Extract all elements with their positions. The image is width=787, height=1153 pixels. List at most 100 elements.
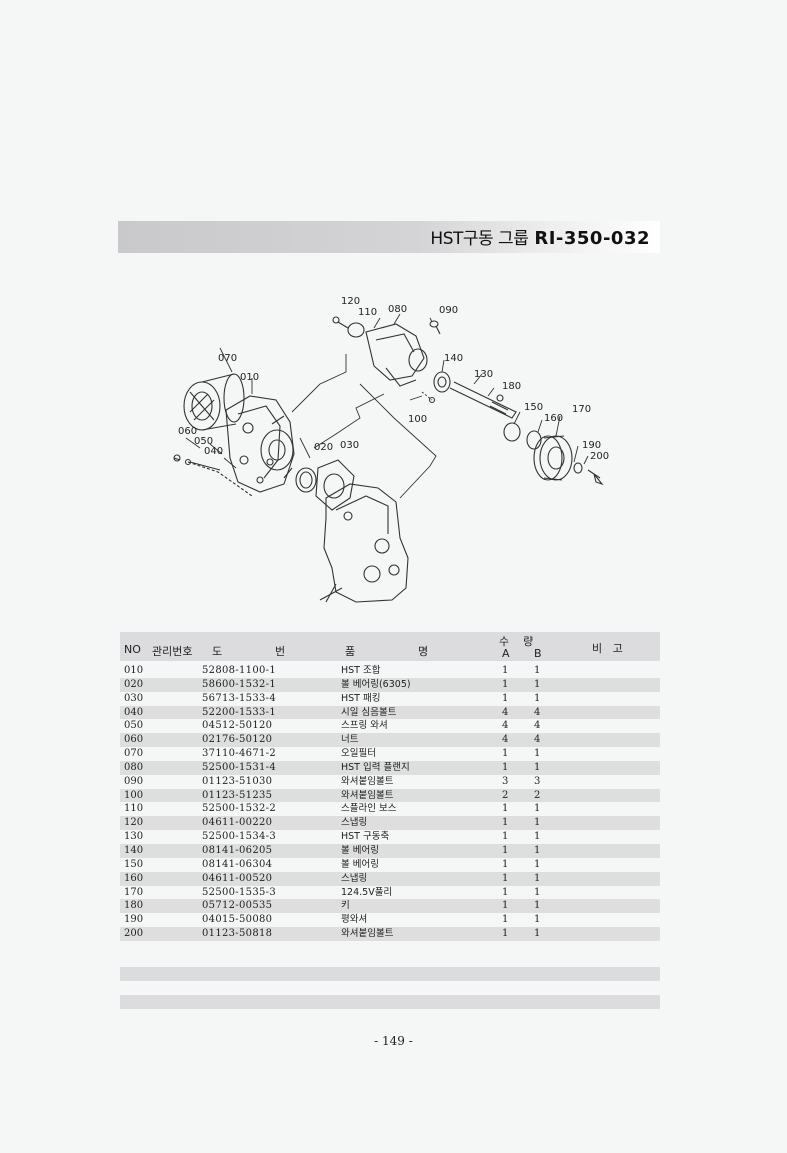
row-part-name: 124.5V풀리: [341, 886, 393, 898]
label-030: 030: [340, 440, 359, 451]
row-part-name: 시일 심음볼트: [341, 706, 397, 718]
drive-shaft-drawing: [433, 371, 542, 450]
input-flange-drawing: [332, 316, 441, 404]
row-no: 050: [124, 720, 144, 732]
row-no: 190: [124, 914, 144, 926]
row-qty-b: 1: [534, 831, 541, 843]
group-title-name: HST구동 그룹: [430, 229, 529, 249]
row-no: 060: [124, 734, 144, 746]
row-no: 130: [124, 831, 144, 843]
parts-table-header: NO 관리번호 도 번 품 명 수 량 A B 비 고: [120, 632, 660, 661]
row-no: 120: [124, 817, 144, 829]
row-drawing-number: 52500-1532-2: [202, 803, 276, 815]
row-qty-a: 1: [502, 872, 509, 884]
row-qty-a: 2: [502, 789, 509, 801]
col-drawing-2: 번: [275, 645, 286, 658]
row-qty-b: 4: [534, 706, 541, 718]
row-qty-b: 1: [534, 858, 541, 870]
row-qty-a: 1: [502, 858, 509, 870]
row-qty-a: 1: [502, 914, 509, 926]
row-drawing-number: 04512-50120: [202, 720, 273, 732]
row-drawing-number: 37110-4671-2: [202, 748, 276, 760]
col-drawing-1: 도: [212, 645, 223, 658]
assembly-leader-lines: [185, 313, 589, 499]
row-part-name: HST 입력 플랜지: [341, 761, 410, 773]
label-190: 190: [582, 440, 601, 451]
exploded-parts-diagram: 120 110 080 090 070 010 140 130 180 150 …: [173, 296, 609, 603]
row-qty-a: 1: [502, 803, 509, 815]
row-qty-a: 4: [502, 734, 509, 746]
label-080: 080: [388, 304, 407, 315]
row-no: 160: [124, 872, 144, 884]
row-part-name: 평와셔: [341, 914, 368, 926]
row-drawing-number: 52200-1533-1: [202, 706, 276, 718]
col-part-name-2: 명: [418, 645, 429, 658]
row-drawing-number: 56713-1533-4: [202, 692, 276, 704]
v-pulley-drawing: [533, 435, 604, 486]
row-qty-b: 1: [534, 872, 541, 884]
row-qty-b: 1: [534, 692, 541, 704]
row-no: 150: [124, 858, 144, 870]
row-qty-b: 2: [534, 789, 541, 801]
label-050: 050: [194, 436, 213, 447]
label-160: 160: [544, 413, 563, 424]
row-no: 090: [124, 775, 144, 787]
row-part-name: 너트: [341, 734, 359, 746]
col-remarks: 비 고: [592, 642, 623, 655]
label-200: 200: [590, 451, 609, 462]
row-qty-b: 1: [534, 886, 541, 898]
row-no: 180: [124, 900, 144, 912]
row-drawing-number: 52500-1534-3: [202, 831, 276, 843]
row-qty-b: 1: [534, 748, 541, 760]
row-qty-a: 1: [502, 761, 509, 773]
row-part-name: HST 패킹: [341, 692, 381, 704]
row-part-name: 와셔붙임볼트: [341, 789, 394, 801]
row-qty-a: 4: [502, 706, 509, 718]
label-170: 170: [572, 404, 591, 415]
row-drawing-number: 58600-1532-1: [202, 678, 276, 690]
row-drawing-number: 01123-51235: [202, 789, 273, 801]
col-part-name-1: 품: [345, 645, 356, 658]
row-drawing-number: 02176-50120: [202, 734, 273, 746]
gasket-drawing: [295, 459, 355, 511]
row-qty-b: 1: [534, 678, 541, 690]
row-no: 020: [124, 678, 144, 690]
row-part-name: 키: [341, 900, 350, 912]
col-quantity: 수 량: [499, 635, 534, 648]
row-drawing-number: 52808-1100-1: [202, 665, 276, 676]
oil-filter-drawing: [183, 373, 245, 431]
row-qty-b: 4: [534, 720, 541, 732]
row-drawing-number: 04611-00520: [202, 872, 273, 884]
row-qty-b: 1: [534, 665, 541, 676]
row-qty-a: 1: [502, 928, 509, 940]
row-part-name: 와셔붙임볼트: [341, 928, 394, 940]
row-qty-a: 1: [502, 844, 509, 856]
row-part-name: 볼 베어링(6305): [341, 678, 411, 690]
row-part-name: 스플라인 보스: [341, 803, 397, 815]
row-no: 030: [124, 692, 144, 704]
row-qty-b: 1: [534, 844, 541, 856]
label-070: 070: [218, 353, 237, 364]
label-120: 120: [341, 296, 360, 307]
col-mgmt-number: 관리번호: [152, 645, 193, 658]
label-020: 020: [314, 442, 333, 453]
hst-assembly-drawing: [225, 395, 295, 493]
page-number: - 149 -: [374, 1034, 413, 1048]
row-drawing-number: 52500-1531-4: [202, 761, 276, 773]
row-qty-b: 1: [534, 761, 541, 773]
transmission-case-drawing: [319, 483, 409, 603]
